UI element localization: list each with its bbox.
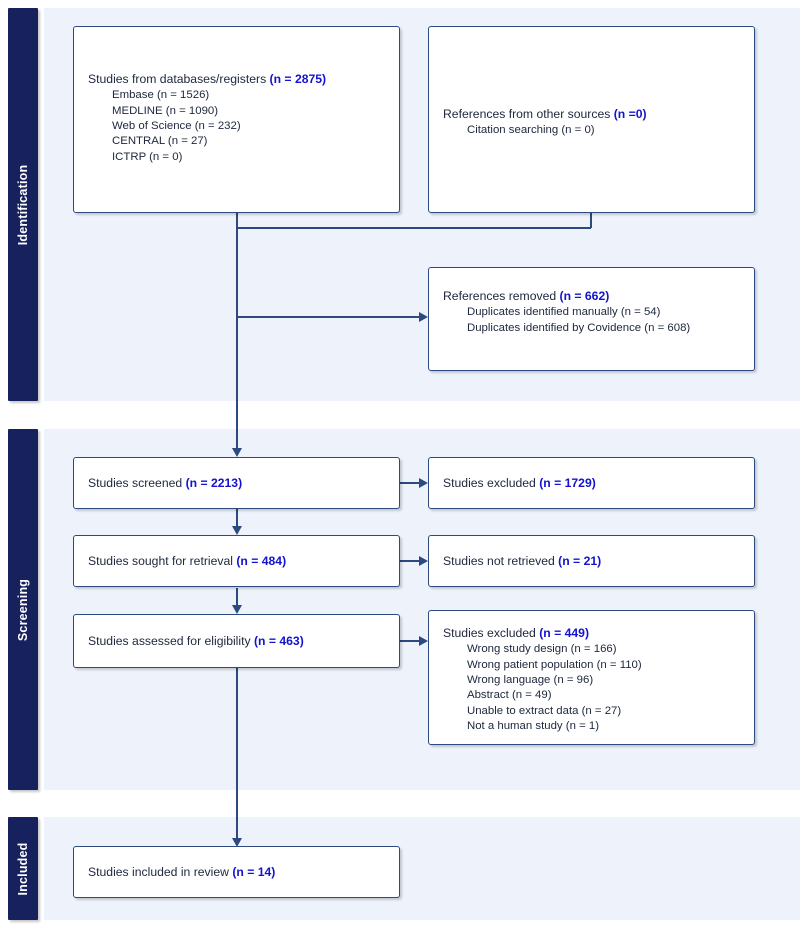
box-references-removed[interactable]: References removed (n = 662) Duplicates … (428, 267, 755, 371)
list-item: Abstract (n = 49) (467, 689, 552, 702)
box-studies-included-in-review[interactable]: Studies included in review (n = 14) (73, 846, 400, 898)
box-references-other-sources[interactable]: References from other sources (n =0) Cit… (428, 26, 755, 213)
list-item: Wrong patient population (n = 110) (467, 658, 642, 671)
box-screened-count: (n = 2213) (185, 475, 243, 490)
connector-sought-to-not-retrieved (400, 560, 419, 562)
box-other-sources-headline: References from other sources (n =0) (443, 106, 744, 122)
box-references-removed-headline-text: References removed (443, 289, 560, 303)
box-references-removed-count: (n = 662) (559, 289, 610, 303)
connector-databases-stub (236, 213, 238, 228)
box-studies-from-databases[interactable]: Studies from databases/registers (n = 28… (73, 26, 400, 213)
box-other-sources-headline-text: References from other sources (443, 107, 614, 121)
arrowhead-screened-to-excluded (419, 478, 428, 488)
list-item: Duplicates identified by Covidence (n = … (467, 321, 691, 334)
connector-to-references-removed (236, 316, 419, 318)
phase-band-included: Included (8, 817, 38, 920)
phase-label-identification: Identification (16, 164, 30, 245)
box-other-sources-list: Citation searching (n = 0) (443, 123, 744, 138)
connector-screened-to-sought (236, 509, 238, 527)
box-other-sources-count: (n =0) (613, 107, 647, 121)
arrowhead-to-references-removed (419, 312, 428, 322)
box-included-headline: Studies included in review (n = 14) (88, 864, 389, 880)
box-studies-assessed-for-eligibility[interactable]: Studies assessed for eligibility (n = 46… (73, 614, 400, 668)
connector-screened-to-excluded (400, 482, 419, 484)
list-item: Not a human study (n = 1) (467, 720, 600, 733)
connector-assessed-to-included (236, 668, 238, 844)
box-assessed-count: (n = 463) (253, 633, 304, 648)
phase-label-screening: Screening (16, 578, 30, 641)
box-databases-headline: Studies from databases/registers (n = 28… (88, 71, 389, 87)
list-item: CENTRAL (n = 27) (112, 135, 208, 148)
box-studies-excluded-eligibility[interactable]: Studies excluded (n = 449) Wrong study d… (428, 610, 755, 745)
list-item: Unable to extract data (n = 27) (467, 704, 622, 717)
connector-merge-horizontal (236, 227, 591, 229)
arrowhead-to-sought (231, 526, 242, 535)
box-excluded-screened-headline-text: Studies excluded (443, 475, 540, 490)
box-studies-not-retrieved[interactable]: Studies not retrieved (n = 21) (428, 535, 755, 587)
box-excluded-screened-count: (n = 1729) (539, 475, 596, 490)
list-item: Embase (n = 1526) (112, 89, 210, 102)
box-excluded-eligibility-headline-text: Studies excluded (443, 626, 540, 640)
list-item: Web of Science (n = 232) (112, 120, 241, 132)
phase-label-included: Included (16, 842, 30, 895)
box-sought-headline: Studies sought for retrieval (n = 484) (88, 553, 389, 569)
connector-assessed-to-excluded (400, 640, 419, 642)
box-databases-count: (n = 2875) (269, 72, 327, 86)
arrowhead-assessed-to-excluded (419, 636, 428, 646)
connector-other-sources-stub (590, 213, 592, 228)
arrowhead-to-screened (231, 448, 242, 457)
box-not-retrieved-headline: Studies not retrieved (n = 21) (443, 553, 744, 569)
box-excluded-eligibility-headline: Studies excluded (n = 449) (443, 625, 744, 641)
box-included-count: (n = 14) (232, 864, 276, 879)
box-references-removed-list: Duplicates identified manually (n = 54) … (443, 305, 744, 336)
box-databases-sources: Embase (n = 1526) MEDLINE (n = 1090) Web… (88, 88, 389, 165)
arrowhead-to-included (231, 838, 242, 847)
phase-band-identification: Identification (8, 8, 38, 401)
phase-band-screening: Screening (8, 429, 38, 790)
box-excluded-screened-headline: Studies excluded (n = 1729) (443, 475, 744, 491)
box-not-retrieved-count: (n = 21) (558, 553, 602, 568)
box-screened-headline-text: Studies screened (88, 475, 186, 490)
connector-sought-to-assessed (236, 588, 238, 606)
list-item: Wrong language (n = 96) (467, 674, 594, 686)
box-studies-sought-for-retrieval[interactable]: Studies sought for retrieval (n = 484) (73, 535, 400, 587)
box-studies-excluded-screening[interactable]: Studies excluded (n = 1729) (428, 457, 755, 509)
list-item: Wrong study design (n = 166) (467, 643, 617, 656)
box-sought-headline-text: Studies sought for retrieval (88, 553, 237, 568)
box-sought-count: (n = 484) (236, 553, 287, 568)
connector-main-trunk (236, 227, 238, 449)
box-databases-headline-text: Studies from databases/registers (88, 72, 270, 86)
list-item: ICTRP (n = 0) (112, 150, 183, 163)
box-assessed-headline-text: Studies assessed for eligibility (88, 633, 254, 648)
list-item: Duplicates identified manually (n = 54) (467, 306, 661, 319)
box-screened-headline: Studies screened (n = 2213) (88, 475, 389, 491)
list-item: MEDLINE (n = 1090) (112, 104, 219, 117)
box-included-headline-text: Studies included in review (88, 864, 233, 879)
arrowhead-sought-to-not-retrieved (419, 556, 428, 566)
list-item: Citation searching (n = 0) (467, 124, 595, 137)
box-excluded-eligibility-reasons: Wrong study design (n = 166) Wrong patie… (443, 642, 744, 735)
box-excluded-eligibility-count: (n = 449) (539, 626, 590, 640)
box-references-removed-headline: References removed (n = 662) (443, 288, 744, 304)
box-assessed-headline: Studies assessed for eligibility (n = 46… (88, 633, 389, 649)
arrowhead-to-assessed (231, 605, 242, 614)
box-studies-screened[interactable]: Studies screened (n = 2213) (73, 457, 400, 509)
box-not-retrieved-headline-text: Studies not retrieved (443, 553, 559, 568)
